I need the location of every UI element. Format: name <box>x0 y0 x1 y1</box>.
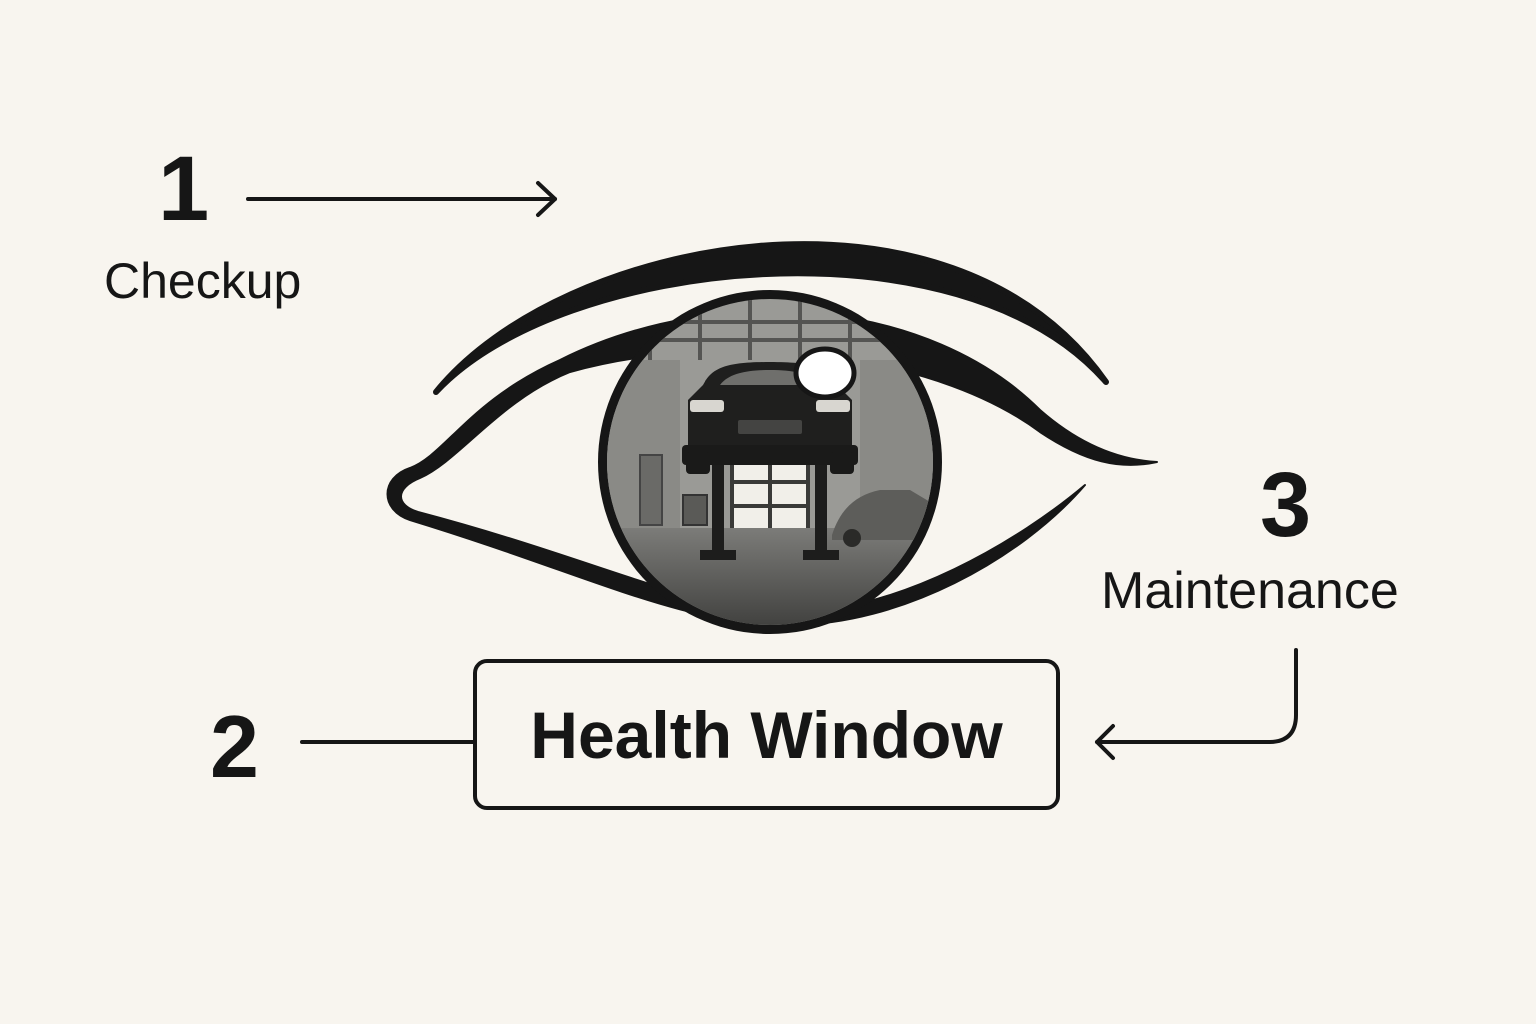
step-1-number: 1 <box>158 138 210 240</box>
step-3-label: Maintenance <box>1101 562 1399 620</box>
car-on-lift-illustration <box>607 299 933 625</box>
health-window-box: Health Window <box>473 659 1060 810</box>
arrow-step-3 <box>1095 648 1298 760</box>
eye-highlight <box>793 346 857 400</box>
step-3-number: 3 <box>1260 454 1312 556</box>
arrow-step-1 <box>246 181 557 217</box>
eye-crease <box>433 241 1109 395</box>
step-2-number: 2 <box>210 697 259 796</box>
step-2-label: Health Window <box>530 697 1003 772</box>
step-1-label: Checkup <box>104 253 302 309</box>
eye-icon <box>386 241 1158 634</box>
